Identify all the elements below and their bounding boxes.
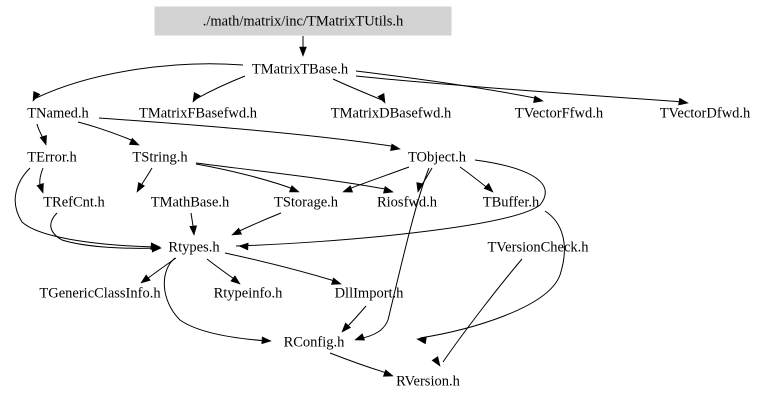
node-label: Rtypeinfo.h [214, 285, 284, 301]
nodes-layer: ./math/matrix/inc/TMatrixTUtils.hTMatrix… [27, 6, 751, 389]
node-label: TVectorFfwd.h [515, 105, 604, 121]
edge-n1-to-n2 [35, 63, 244, 99]
arrowhead-icon [151, 244, 162, 253]
edge-n15-to-n20 [163, 257, 269, 342]
node-label: TMatrixDBasefwd.h [331, 105, 452, 121]
edge-n12-to-n15 [234, 212, 282, 234]
edge-n2-to-n8 [77, 121, 137, 143]
edge-n20-to-n21 [329, 352, 391, 375]
graph-node-tversioncheck-h[interactable]: TVersionCheck.h [487, 239, 589, 255]
edge-n1-to-n4 [332, 78, 383, 101]
node-label: TGenericClassInfo.h [39, 285, 161, 301]
arrowhead-icon [431, 356, 441, 367]
arrowhead-icon [136, 182, 145, 193]
graph-node-rtypeinfo-h[interactable]: Rtypeinfo.h [214, 285, 284, 301]
edge-n1-to-n6 [355, 75, 685, 103]
node-label: TBuffer.h [483, 194, 540, 210]
node-label: TMatrixFBasefwd.h [139, 105, 258, 121]
node-background [154, 6, 452, 36]
arrowhead-icon [377, 92, 386, 104]
graph-node-riosfwd-h[interactable]: Riosfwd.h [377, 194, 438, 210]
node-label: TVersionCheck.h [487, 239, 589, 255]
graph-node-dllimport-h[interactable]: DllImport.h [335, 285, 405, 301]
graph-node-tbuffer-h[interactable]: TBuffer.h [483, 194, 540, 210]
arrowhead-icon [330, 277, 342, 285]
arrowhead-icon [32, 90, 41, 102]
edge-n15-to-n18 [206, 258, 238, 282]
graph-node-tmatrixdbasefwd-h[interactable]: TMatrixDBasefwd.h [331, 105, 452, 121]
graph-node-trefcnt-h[interactable]: TRefCnt.h [43, 194, 105, 210]
node-label: TObject.h [408, 149, 467, 165]
arrowhead-icon [382, 369, 394, 377]
edge-n8-to-n13 [195, 162, 391, 191]
graph-node-tvectordfwd-h[interactable]: TVectorDfwd.h [660, 105, 751, 121]
node-label: TNamed.h [27, 105, 89, 121]
graph-node-tgenericclassinfo-h[interactable]: TGenericClassInfo.h [39, 285, 161, 301]
arrowhead-icon [238, 242, 249, 251]
arrowhead-icon [416, 182, 424, 193]
edge-n7-to-n15 [14, 167, 158, 248]
node-label: RVersion.h [396, 373, 460, 389]
edge-n14-to-n20 [419, 210, 565, 339]
arrowhead-icon [533, 95, 544, 103]
graph-node-tmathbase-h[interactable]: TMathBase.h [151, 194, 230, 210]
arrowhead-icon [288, 185, 300, 193]
node-label: ./math/matrix/inc/TMatrixTUtils.h [203, 13, 404, 29]
graph-node-rversion-h[interactable]: RVersion.h [396, 373, 460, 389]
edges-layer [14, 36, 685, 375]
node-label: TMatrixTBase.h [252, 61, 349, 77]
arrowhead-icon [342, 185, 354, 193]
edge-n2-to-n9 [98, 117, 398, 148]
edge-n9-to-n15 [235, 159, 546, 247]
node-label: TMathBase.h [151, 194, 230, 210]
node-label: TStorage.h [274, 194, 339, 210]
edge-n1-to-n5 [355, 70, 541, 100]
arrowhead-icon [341, 322, 352, 333]
arrowhead-icon [299, 46, 307, 57]
edge-n8-to-n12 [195, 163, 297, 191]
edge-n16-to-n21 [442, 258, 523, 363]
node-label: TString.h [132, 149, 188, 165]
node-label: TRefCnt.h [43, 194, 105, 210]
arrowhead-icon [128, 137, 140, 146]
graph-node-terror-h[interactable]: TError.h [27, 149, 77, 165]
arrowhead-icon [189, 225, 198, 236]
node-label: Riosfwd.h [377, 194, 438, 210]
arrowhead-icon [383, 186, 394, 194]
node-label: TError.h [27, 149, 77, 165]
edge-n9-to-n20 [357, 167, 430, 340]
arrowhead-icon [416, 336, 427, 345]
graph-node-tmatrixfbasefwd-h[interactable]: TMatrixFBasefwd.h [139, 105, 258, 121]
edge-n15-to-n19 [224, 252, 339, 283]
graph-node-tstring-h[interactable]: TString.h [132, 149, 188, 165]
arrowhead-icon [483, 182, 494, 193]
arrowhead-icon [230, 275, 241, 285]
graph-node-rtypes-h[interactable]: Rtypes.h [168, 239, 220, 255]
node-label: RConfig.h [284, 334, 346, 350]
edge-n10-to-n15 [50, 212, 159, 249]
arrowhead-icon [140, 274, 151, 284]
node-label: TVectorDfwd.h [660, 105, 751, 121]
graph-node-tnamed-h[interactable]: TNamed.h [27, 105, 89, 121]
arrowhead-icon [39, 134, 47, 146]
arrowhead-icon [354, 333, 366, 341]
edge-n9-to-n12 [345, 166, 410, 191]
node-label: DllImport.h [335, 285, 405, 301]
graph-node-tvectorffwd-h[interactable]: TVectorFfwd.h [515, 105, 604, 121]
arrowhead-icon [231, 227, 243, 236]
arrowhead-icon [36, 182, 44, 194]
arrowhead-icon [192, 91, 201, 103]
arrowhead-icon [390, 143, 401, 151]
graph-node-math-matrix-inc-tmatrixtutils-h[interactable]: ./math/matrix/inc/TMatrixTUtils.h [154, 6, 452, 36]
arrowhead-icon [261, 336, 272, 345]
arrowheads-layer [32, 46, 689, 377]
graph-node-tstorage-h[interactable]: TStorage.h [274, 194, 339, 210]
graph-node-tobject-h[interactable]: TObject.h [408, 149, 467, 165]
graph-node-rconfig-h[interactable]: RConfig.h [284, 334, 346, 350]
node-label: Rtypes.h [168, 239, 220, 255]
edge-n1-to-n3 [195, 75, 246, 100]
graph-node-tmatrixtbase-h[interactable]: TMatrixTBase.h [252, 61, 349, 77]
arrowhead-icon [678, 97, 689, 106]
